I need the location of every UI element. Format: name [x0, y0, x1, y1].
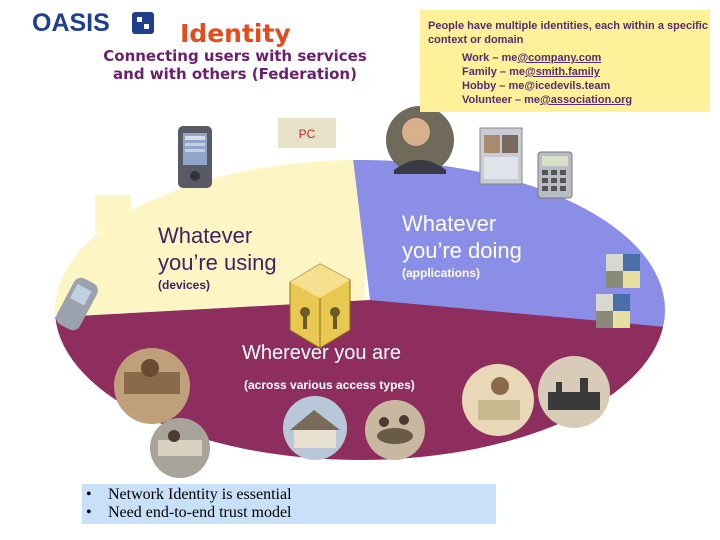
logo-text: OASIS [32, 9, 110, 37]
access-heading: Wherever you are [242, 342, 401, 364]
identity-domain-link[interactable]: @company.com [517, 52, 602, 64]
identity-domain: @icedevils.team [524, 80, 611, 92]
devices-caption: (devices) [158, 278, 211, 292]
page-title: Identity [180, 19, 291, 48]
identity-hobby: Hobby – me@icedevils.team [462, 79, 702, 93]
identity-volunteer: Volunteer – me@association.org [462, 93, 702, 107]
access-caption: (across various access types) [244, 378, 415, 392]
identity-label: Volunteer – me [462, 94, 541, 106]
office-photo [114, 348, 190, 424]
callout-heading: People have multiple identities, each wi… [428, 20, 708, 46]
devices-heading: Whatever you’re using [158, 222, 328, 276]
subtitle-line: and with others (Federation) [113, 65, 357, 83]
logo-mark-icon [132, 12, 154, 34]
pie-chart-icon [606, 254, 640, 288]
applications-line: Whatever [402, 211, 497, 236]
bullet-item: • Network Identity is essential [86, 486, 292, 504]
bullet-text: Need end-to-end trust model [108, 504, 292, 521]
bullet-item: • Need end-to-end trust model [86, 504, 292, 522]
pc-box [278, 118, 336, 148]
key-lock-icon [289, 263, 351, 349]
applications-caption: (applications) [402, 266, 481, 280]
identity-domain-link[interactable]: @smith.family [524, 66, 600, 78]
identity-family: Family – me@smith.family [462, 65, 702, 79]
applications-heading: Whatever you’re doing [402, 210, 582, 264]
house-photo [283, 396, 347, 460]
devices-line: you’re using [158, 250, 277, 275]
bullet-text: Network Identity is essential [108, 486, 292, 503]
identity-label: Hobby – me [462, 80, 525, 92]
access-segment [55, 300, 665, 460]
oasis-logo[interactable]: OASIS [32, 9, 154, 37]
reading-photo [462, 364, 534, 436]
pie-chart-icon [596, 294, 630, 328]
airport-photo [150, 418, 210, 478]
bullet-icon: • [86, 504, 92, 521]
bullet-icon: • [86, 486, 92, 503]
devices-line: Whatever [158, 223, 253, 248]
applications-line: you’re doing [402, 238, 522, 263]
pc-label: PC [298, 127, 316, 141]
identity-work: Work – me@company.com [462, 51, 702, 65]
subtitle-line: Connecting users with services [103, 47, 367, 65]
pda-device-icon [178, 126, 212, 188]
identity-label: Family – me [462, 66, 525, 78]
video-window-icon [479, 127, 523, 185]
meeting-photo [365, 400, 425, 460]
cityscape-photo [538, 356, 610, 428]
identity-label: Work – me [462, 52, 518, 64]
identity-domain-link[interactable]: @association.org [540, 94, 633, 106]
bullet-box: • Network Identity is essential • Need end… [82, 484, 496, 524]
identities-callout: People have multiple identities, each wi… [420, 10, 710, 112]
mobile-phone-icon [56, 277, 98, 331]
beige-square [95, 195, 131, 231]
calculator-icon [537, 151, 573, 199]
headset-person-photo [386, 106, 454, 174]
page-subtitle: Connecting users with services and with … [70, 47, 400, 83]
